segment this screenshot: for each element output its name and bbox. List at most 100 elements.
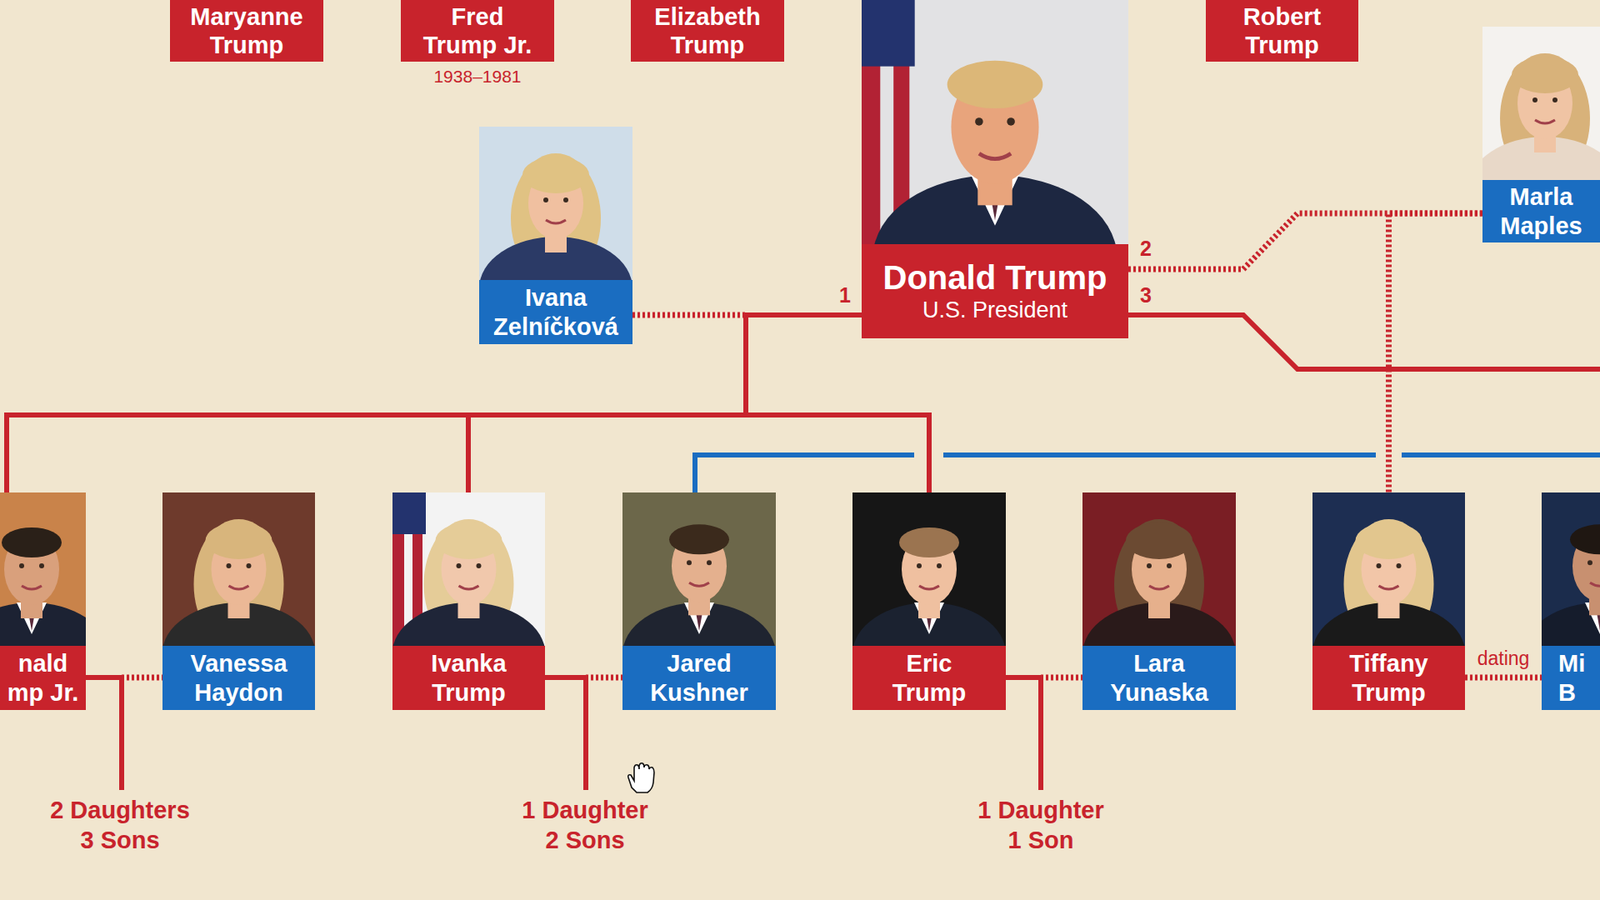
eye: [1166, 563, 1172, 569]
eye: [686, 560, 692, 565]
person-name: Mi B: [1558, 649, 1596, 706]
eye: [476, 563, 482, 569]
mouth: [545, 220, 566, 224]
person-name: Eric Trump: [870, 649, 988, 706]
person-card: Eric Trump: [852, 492, 1006, 710]
life-dates: 1938–1981: [400, 66, 555, 88]
name-plate: Robert Trump: [1205, 0, 1359, 62]
eye: [1396, 563, 1402, 569]
marriage-number: 2: [1140, 235, 1152, 262]
hair: [947, 60, 1044, 109]
solid-line: [6, 315, 862, 493]
portrait-photo: [852, 492, 1006, 646]
relationship-line: [1465, 677, 1542, 679]
mouth: [459, 585, 480, 590]
dotted-line: [1389, 213, 1484, 493]
eye: [1146, 563, 1152, 569]
name-plate: Lara Yunaska: [1082, 645, 1236, 710]
hair: [522, 156, 590, 194]
person-name: Lara Yunaska: [1096, 649, 1222, 706]
relationship-line: [1128, 213, 1483, 270]
relationship-line: [1389, 213, 1484, 493]
portrait-photo: [162, 492, 315, 646]
person-card: Ivanka Trump: [392, 492, 545, 710]
person-card: Tiffany Trump: [1312, 492, 1465, 710]
hair: [205, 522, 273, 560]
dotted-line: [1040, 675, 1083, 681]
name-plate: Fred Trump Jr.: [400, 0, 555, 62]
children-count: 1 Daughter 2 Sons: [513, 795, 657, 856]
solid-line: [545, 675, 586, 680]
person-name: Elizabeth Trump: [645, 2, 770, 60]
portrait-photo: [1541, 492, 1600, 646]
eye: [1006, 117, 1015, 126]
mouth: [919, 585, 940, 590]
person-name: Donald Trump: [883, 258, 1108, 298]
relationship-line: [85, 677, 163, 679]
person-name: nald mp Jr.: [3, 649, 83, 706]
name-plate: Elizabeth Trump: [630, 0, 785, 62]
eye: [19, 563, 25, 569]
portrait-photo: [1482, 26, 1600, 180]
eye: [1587, 560, 1593, 565]
eye: [39, 563, 45, 569]
person-card: Jared Kushner: [622, 492, 776, 710]
solid-line: [85, 675, 122, 680]
eye: [543, 197, 549, 203]
mouth: [1590, 582, 1600, 586]
dotted-line: [632, 312, 746, 319]
hand-cursor: [628, 763, 655, 793]
eye: [1532, 97, 1538, 103]
dotted-line: [1128, 213, 1483, 270]
person-card: Donald TrumpU.S. President: [861, 0, 1129, 339]
hair: [1511, 56, 1579, 94]
relationship-line: [1005, 677, 1083, 679]
eye: [975, 117, 984, 126]
person-card: Vanessa Haydon: [162, 492, 315, 710]
person-card: Mi B: [1541, 492, 1600, 710]
person-title: U.S. President: [922, 297, 1068, 325]
mouth: [229, 585, 250, 590]
solid-line: [1005, 675, 1041, 680]
eye: [563, 197, 569, 203]
name-plate: Maryanne Trump: [170, 0, 324, 62]
flag-canton: [392, 492, 426, 535]
shoulders: [0, 602, 86, 646]
hair: [1125, 522, 1193, 560]
person-name: Jared Kushner: [636, 649, 762, 706]
portrait-photo: [1312, 492, 1465, 646]
portrait-photo: [861, 0, 1129, 245]
edge-label: dating: [1475, 646, 1533, 671]
mouth: [21, 585, 42, 590]
third-marriage-line: [1128, 315, 1600, 370]
hair: [669, 524, 730, 555]
mouth: [979, 153, 1011, 159]
solid-line: [745, 315, 930, 493]
name-plate: Eric Trump: [852, 645, 1006, 710]
person-name: Ivanka Trump: [410, 649, 528, 706]
eye: [936, 563, 942, 569]
hair: [899, 527, 960, 558]
name-plate: nald mp Jr.: [0, 645, 86, 710]
mouth: [1535, 120, 1555, 124]
person-name: Ivana Zelníčková: [485, 283, 627, 340]
name-plate: Vanessa Haydon: [162, 645, 315, 710]
name-plate: Jared Kushner: [622, 645, 776, 710]
name-plate: Ivana Zelníčková: [479, 280, 633, 345]
dotted-line: [585, 675, 623, 681]
children-count: 1 Daughter 1 Son: [969, 795, 1113, 856]
eye: [456, 563, 462, 569]
person-name: Marla Maples: [1495, 182, 1588, 240]
hair: [1, 527, 62, 558]
person-name: Vanessa Haydon: [176, 649, 302, 706]
eye: [1376, 563, 1382, 569]
person-box: Fred Trump Jr. 1938–1981: [400, 0, 555, 88]
dotted-line: [121, 675, 163, 681]
mouth: [1379, 585, 1400, 590]
hair: [435, 522, 503, 560]
person-name: Tiffany Trump: [1326, 649, 1452, 706]
name-plate: Donald TrumpU.S. President: [861, 244, 1129, 339]
name-plate: Mi B: [1541, 645, 1600, 710]
